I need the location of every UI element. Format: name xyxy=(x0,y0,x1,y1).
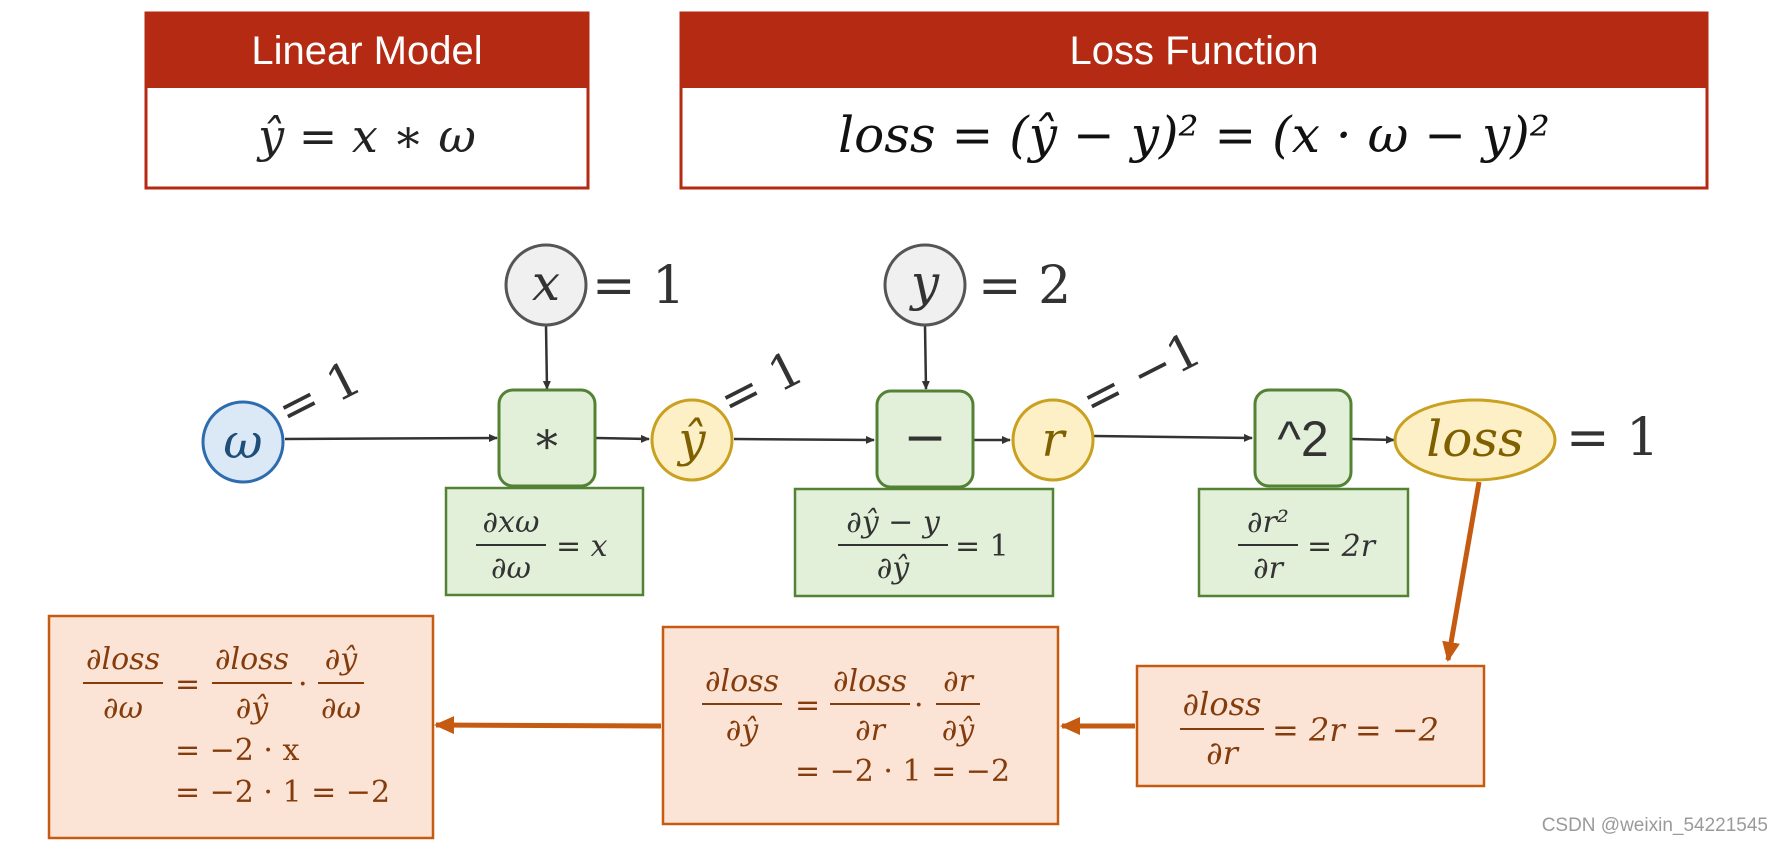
local-grad-subtract-num: ∂ŷ − y xyxy=(846,505,941,540)
local-grad-subtract-rhs: = 1 xyxy=(955,529,1009,564)
backprop-arrows xyxy=(434,481,1482,735)
arrow-dloss-dyhat-to-dloss-domega xyxy=(434,716,662,735)
linear-model-formula: ŷ = x ∗ ω xyxy=(256,109,476,163)
edge-y-to-subtract xyxy=(921,324,930,390)
backprop-dloss-dr: ∂loss ∂r = 2r = −2 xyxy=(1135,664,1486,788)
dloss-dyhat-t2-num: ∂r xyxy=(943,664,975,699)
node-yhat: ŷ xyxy=(650,398,734,482)
op-multiply-symbol: ∗ xyxy=(532,413,562,464)
node-y-label: y xyxy=(909,254,940,312)
op-square-symbol: ^2 xyxy=(1277,411,1328,467)
op-multiply: ∗ xyxy=(497,388,597,488)
dloss-dyhat-t1-den: ∂r xyxy=(855,713,887,748)
dloss-domega-eq: = xyxy=(175,667,200,702)
watermark: CSDN @weixin_54221545 xyxy=(1542,815,1768,836)
op-subtract-symbol: − xyxy=(903,408,947,468)
linear-model-panel: Linear Model ŷ = x ∗ ω xyxy=(144,11,590,190)
node-r: r xyxy=(1011,398,1095,482)
backprop-dloss-dyhat: ∂loss ∂ŷ = ∂loss ∂r · ∂r ∂ŷ = −2 · 1 = −… xyxy=(661,625,1060,826)
node-x: x xyxy=(504,243,588,327)
local-grad-subtract: ∂ŷ − y ∂ŷ = 1 xyxy=(793,487,1055,598)
node-loss: loss xyxy=(1393,398,1557,482)
loss-function-title: Loss Function xyxy=(1069,29,1318,73)
forward-edges xyxy=(284,324,1395,444)
dloss-dyhat-eq: = xyxy=(795,688,820,723)
local-grad-square: ∂r² ∂r = 2r xyxy=(1197,487,1410,598)
local-grad-multiply: ∂xω ∂ω = x xyxy=(444,486,645,597)
node-x-label: x xyxy=(532,254,560,312)
dloss-domega-t2-num: ∂ŷ xyxy=(325,642,359,677)
dloss-domega-dot: · xyxy=(298,667,308,702)
op-subtract: − xyxy=(875,389,975,489)
dloss-domega-lhs-num: ∂loss xyxy=(86,642,160,677)
edge-yhat-to-subtract xyxy=(733,435,875,444)
node-omega: ω xyxy=(201,400,285,484)
node-loss-label: loss xyxy=(1426,410,1523,468)
omega-value-label: = 1 xyxy=(268,350,370,439)
local-grad-square-rhs: = 2r xyxy=(1307,529,1377,564)
op-square: ^2 xyxy=(1253,388,1353,488)
loss-function-formula: loss = (ŷ − y)² = (x · ω − y)² xyxy=(838,106,1550,164)
local-grad-square-num: ∂r² xyxy=(1247,505,1289,540)
node-yhat-label: ŷ xyxy=(676,412,706,468)
local-grad-multiply-den: ∂ω xyxy=(491,551,531,586)
arrow-loss-to-dloss-dr xyxy=(1442,481,1482,662)
edge-square-to-loss xyxy=(1351,435,1395,444)
r-value-label: = −1 xyxy=(1072,321,1210,428)
node-omega-label: ω xyxy=(223,414,262,470)
local-grad-square-den: ∂r xyxy=(1253,551,1285,586)
local-grad-multiply-num: ∂xω xyxy=(483,505,540,540)
dloss-dr-rhs: = 2r = −2 xyxy=(1272,711,1439,749)
edge-x-to-multiply xyxy=(542,324,551,390)
node-y: y xyxy=(883,243,967,327)
x-value-label: = 1 xyxy=(592,256,685,316)
dloss-dyhat-t2-den: ∂ŷ xyxy=(942,713,976,748)
dloss-domega-lhs-den: ∂ω xyxy=(103,691,143,726)
dloss-domega-t1-num: ∂loss xyxy=(215,642,289,677)
dloss-domega-line2: = −2 · x xyxy=(175,733,300,768)
edge-omega-to-multiply xyxy=(284,434,498,443)
backprop-dloss-domega: ∂loss ∂ω = ∂loss ∂ŷ · ∂ŷ ∂ω = −2 · x = −… xyxy=(47,614,435,840)
loss-value-label: = 1 xyxy=(1566,408,1659,468)
dloss-dyhat-line2: = −2 · 1 = −2 xyxy=(795,754,1010,789)
dloss-dr-den: ∂r xyxy=(1206,734,1240,772)
y-value-label: = 2 xyxy=(978,256,1071,316)
edge-r-to-square xyxy=(1093,433,1253,442)
dloss-domega-line3: = −2 · 1 = −2 xyxy=(175,775,390,810)
edge-multiply-to-yhat xyxy=(595,434,650,443)
local-grad-multiply-rhs: = x xyxy=(556,529,608,564)
local-grad-subtract-den: ∂ŷ xyxy=(877,551,911,586)
linear-model-title: Linear Model xyxy=(251,29,482,73)
loss-function-panel: Loss Function loss = (ŷ − y)² = (x · ω −… xyxy=(679,11,1709,190)
dloss-domega-t1-den: ∂ŷ xyxy=(236,691,270,726)
dloss-dyhat-lhs-den: ∂ŷ xyxy=(726,713,760,748)
dloss-domega-t2-den: ∂ω xyxy=(321,691,361,726)
dloss-dr-num: ∂loss xyxy=(1183,685,1262,723)
node-r-label: r xyxy=(1042,412,1068,468)
dloss-dyhat-dot: · xyxy=(914,688,924,723)
dloss-dyhat-t1-num: ∂loss xyxy=(833,664,907,699)
dloss-dyhat-lhs-num: ∂loss xyxy=(705,664,779,699)
